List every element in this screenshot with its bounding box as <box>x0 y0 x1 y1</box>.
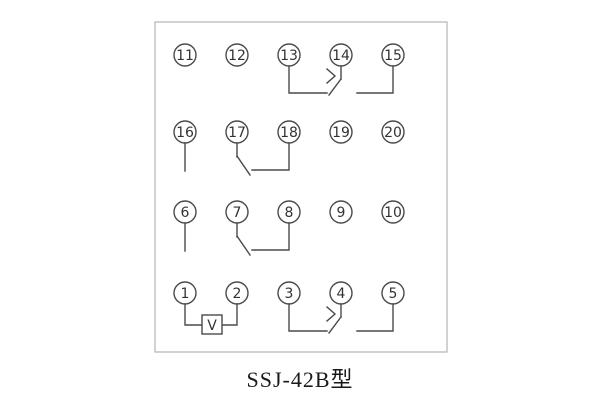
terminal-number: 19 <box>332 125 350 141</box>
terminal-number: 12 <box>228 48 246 64</box>
model-caption: SSJ-42B型 <box>246 367 354 392</box>
terminal-circle: 13 <box>277 43 301 67</box>
terminal-number: 11 <box>176 48 194 64</box>
time-delay-chevron-icon <box>326 68 337 84</box>
terminal-circle: 6 <box>173 200 197 224</box>
terminal-circle: 20 <box>381 120 405 144</box>
terminal-circle: 2 <box>225 281 249 305</box>
terminal-number: 17 <box>228 125 246 141</box>
coil-box <box>201 314 223 335</box>
terminal-circle: 1 <box>173 281 197 305</box>
coil-label: V <box>207 318 217 334</box>
terminal-circle: 9 <box>329 200 353 224</box>
terminal-number: 1 <box>181 286 190 302</box>
terminal-number: 15 <box>384 48 402 64</box>
delayed-contact-symbol <box>288 65 394 96</box>
terminal-number: 10 <box>384 205 402 221</box>
time-delay-chevron-icon <box>326 306 337 322</box>
terminal-number: 13 <box>280 48 298 64</box>
terminal-number: 4 <box>337 286 346 302</box>
terminal-circle: 18 <box>277 120 301 144</box>
terminal-circle: 10 <box>381 200 405 224</box>
terminal-circle: 14 <box>329 43 353 67</box>
terminal-circle: 3 <box>277 281 301 305</box>
terminal-circle: 19 <box>329 120 353 144</box>
delayed-contact-symbol <box>288 303 394 334</box>
terminal-number: 2 <box>233 286 242 302</box>
terminal-circle: 17 <box>225 120 249 144</box>
terminal-circle: 4 <box>329 281 353 305</box>
terminal-number: 7 <box>233 205 242 221</box>
terminal-number: 8 <box>285 205 294 221</box>
voltage-coil: V <box>184 303 238 335</box>
terminal-number: 5 <box>389 286 398 302</box>
device-outline <box>154 21 448 353</box>
terminal-circle: 16 <box>173 120 197 144</box>
terminal-circle: 12 <box>225 43 249 67</box>
terminal-number: 18 <box>280 125 298 141</box>
terminal-number: 3 <box>285 286 294 302</box>
contact-symbol <box>184 222 290 256</box>
terminal-circle: 15 <box>381 43 405 67</box>
terminal-circle: 8 <box>277 200 301 224</box>
terminal-circle: 11 <box>173 43 197 67</box>
terminal-number: 9 <box>337 205 346 221</box>
contact-symbol <box>184 142 290 176</box>
terminal-number: 14 <box>332 48 350 64</box>
terminal-number: 20 <box>384 125 402 141</box>
terminal-number: 16 <box>176 125 194 141</box>
terminal-circle: 5 <box>381 281 405 305</box>
terminal-circle: 7 <box>225 200 249 224</box>
terminal-number: 6 <box>181 205 190 221</box>
